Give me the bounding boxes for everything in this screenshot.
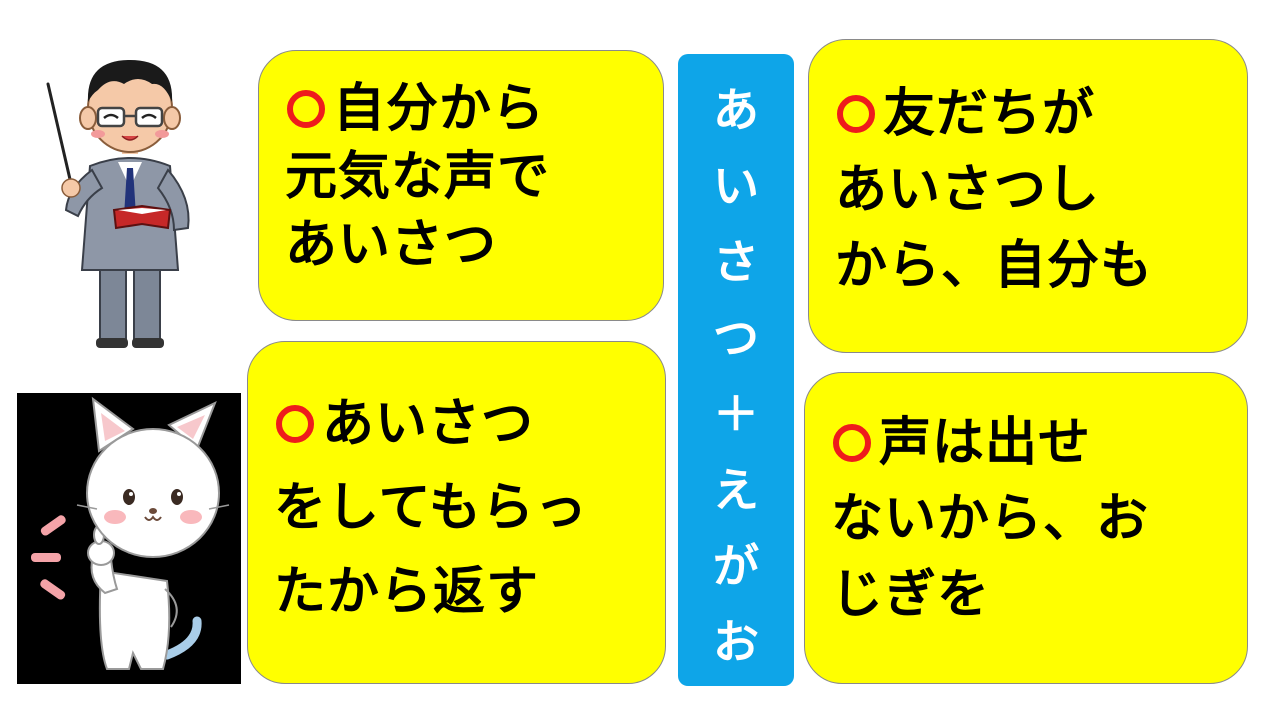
card-line-text: ないから、お xyxy=(831,489,1150,549)
card-line: 自分から xyxy=(285,75,651,143)
banner-char: さ xyxy=(713,235,759,289)
card-line-text: あいさつ xyxy=(285,215,498,275)
card-line-text: じぎを xyxy=(831,565,991,625)
banner-char: つ xyxy=(713,311,759,365)
card-line-text: をしてもらっ xyxy=(274,478,588,538)
card-top-left: 自分から 元気な声で あいさつ xyxy=(258,50,664,321)
cat-thumbs-up-illustration xyxy=(31,396,230,670)
card-line-text: から、自分も xyxy=(835,236,1154,296)
card-bottom-right-text: 声は出せ ないから、お じぎを xyxy=(831,409,1235,629)
red-circle-mark-icon xyxy=(276,405,314,443)
banner-char: い xyxy=(713,159,759,213)
card-bottom-right: 声は出せ ないから、お じぎを xyxy=(804,372,1248,684)
card-line: 声は出せ xyxy=(831,409,1235,477)
center-banner: あ い さ つ ＋ え が お xyxy=(678,54,794,686)
card-line: あいさつ xyxy=(274,390,653,458)
card-line-text: 友だちが xyxy=(883,84,1096,144)
card-line-text: 元気な声で xyxy=(285,147,551,207)
banner-char: お xyxy=(713,615,759,669)
red-circle-mark-icon xyxy=(833,424,871,462)
card-bottom-left-text: あいさつ をしてもらっ たから返す xyxy=(274,390,653,626)
banner-char: が xyxy=(713,539,759,593)
card-line-text: 自分から xyxy=(333,79,546,139)
card-line-text: あいさつし xyxy=(835,160,1101,220)
banner-char: ＋ xyxy=(713,387,759,441)
red-circle-mark-icon xyxy=(287,90,325,128)
red-circle-mark-icon xyxy=(837,95,875,133)
card-top-right: 友だちが あいさつし から、自分も xyxy=(808,39,1248,353)
center-banner-text: あ い さ つ ＋ え が お xyxy=(678,72,794,680)
card-line: 友だちが xyxy=(835,80,1235,148)
teacher-illustration xyxy=(46,60,190,348)
card-line-text: 声は出せ xyxy=(879,413,1092,473)
banner-char: あ xyxy=(713,83,759,137)
banner-char: え xyxy=(713,463,759,517)
card-top-left-text: 自分から 元気な声で あいさつ xyxy=(285,75,651,279)
card-top-right-text: 友だちが あいさつし から、自分も xyxy=(835,80,1235,300)
cat-panel xyxy=(17,393,241,684)
card-bottom-left: あいさつ をしてもらっ たから返す xyxy=(247,341,666,684)
card-line-text: たから返す xyxy=(274,562,540,622)
card-line-text: あいさつ xyxy=(322,394,535,454)
